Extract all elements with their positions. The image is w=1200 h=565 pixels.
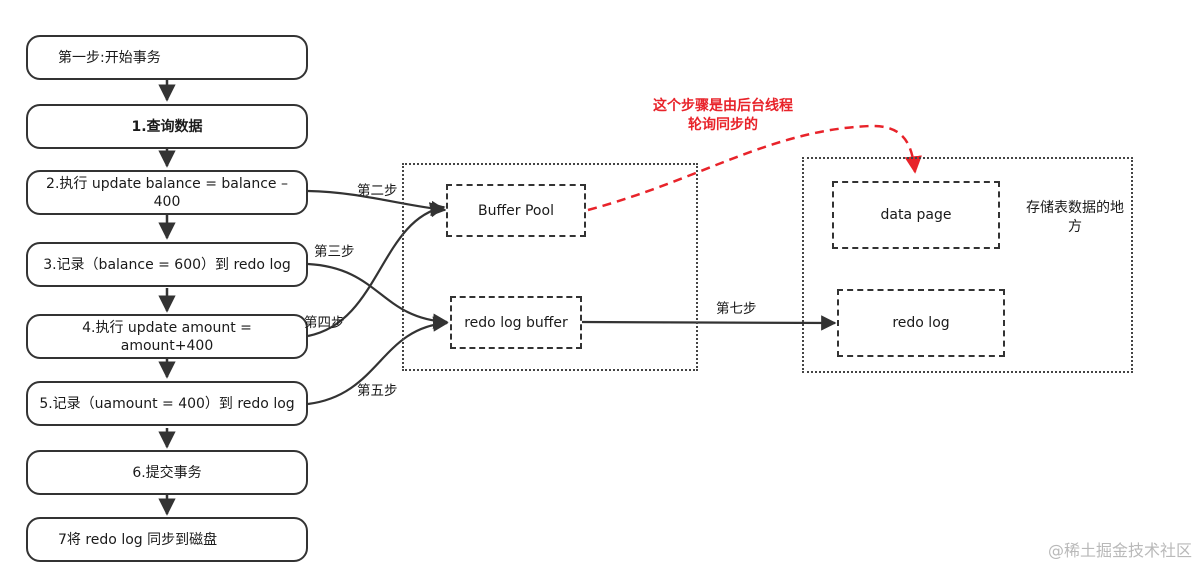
background-sync-note: 这个步骤是由后台线程轮询同步的 <box>653 98 793 133</box>
buffer-pool-box: Buffer Pool <box>446 184 586 237</box>
step-record-amount: 5.记录（uamount = 400）到 redo log <box>26 381 308 426</box>
disk-region <box>802 157 1133 373</box>
watermark: @稀土掘金技术社区 <box>1047 541 1192 560</box>
disk-note: 存储表数据的地方 <box>1026 200 1124 235</box>
label-step3: 第三步 <box>314 244 355 260</box>
arrow-step5 <box>307 316 449 406</box>
redo-log-buffer-box: redo log buffer <box>450 296 582 349</box>
red-sync-arrow <box>587 124 922 212</box>
step-flush-redo-log: 7将 redo log 同步到磁盘 <box>26 517 308 562</box>
data-page-box: data page <box>832 181 1000 249</box>
step-update-amount: 4.执行 update amount = amount+400 <box>26 314 308 359</box>
label-step4: 第四步 <box>304 315 345 331</box>
redo-log-box: redo log <box>837 289 1005 357</box>
step-commit: 6.提交事务 <box>26 450 308 495</box>
label-step7: 第七步 <box>716 301 757 317</box>
memory-region <box>402 163 698 371</box>
step-record-balance: 3.记录（balance = 600）到 redo log <box>26 242 308 287</box>
arrow-step4 <box>307 202 446 338</box>
step-query-data: 1.查询数据 <box>26 104 308 149</box>
arrow-step3 <box>307 262 449 329</box>
arrow-step7 <box>580 315 837 331</box>
label-step2: 第二步 <box>357 183 398 199</box>
step-start-transaction: 第一步:开始事务 <box>26 35 308 80</box>
label-step5: 第五步 <box>357 383 398 399</box>
step-update-balance: 2.执行 update balance = balance – 400 <box>26 170 308 215</box>
